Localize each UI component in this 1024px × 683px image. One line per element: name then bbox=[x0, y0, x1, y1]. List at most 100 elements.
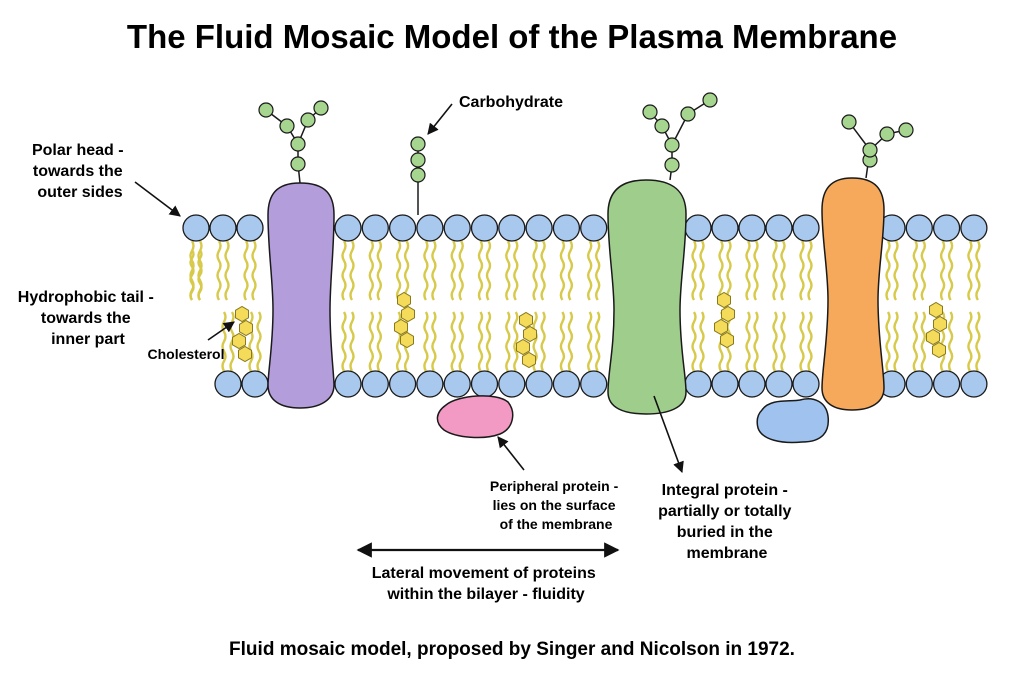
tail bbox=[540, 240, 546, 301]
tail bbox=[477, 311, 484, 372]
cholesterol-ring bbox=[400, 331, 414, 349]
polar-head bbox=[525, 214, 553, 242]
tail bbox=[403, 240, 410, 301]
tail bbox=[807, 240, 813, 301]
carbohydrate-chain bbox=[410, 136, 426, 215]
tail bbox=[745, 311, 751, 372]
tail bbox=[505, 240, 511, 301]
figure-caption: Fluid mosaic model, proposed by Singer a… bbox=[229, 639, 795, 660]
polar-head-label: Polar head - towards the outer sides bbox=[32, 142, 128, 201]
tail bbox=[251, 240, 257, 301]
tail bbox=[532, 240, 538, 301]
tail bbox=[431, 240, 437, 301]
tail bbox=[513, 311, 519, 372]
sugar-unit bbox=[279, 118, 295, 134]
tail bbox=[772, 240, 778, 301]
peripheral-protein-arrow bbox=[497, 436, 525, 471]
polar-head bbox=[498, 370, 526, 398]
polar-head bbox=[552, 370, 581, 398]
tail bbox=[885, 240, 891, 301]
polar-heads bbox=[182, 214, 988, 398]
tail bbox=[799, 311, 805, 372]
polar-head bbox=[905, 214, 933, 242]
integral-protein-green bbox=[607, 179, 687, 415]
tail bbox=[967, 240, 973, 301]
tail bbox=[216, 240, 222, 301]
carbohydrate-arrow bbox=[427, 103, 453, 135]
hydrophobic-tails bbox=[189, 240, 981, 372]
polar-head bbox=[388, 214, 417, 242]
tail bbox=[376, 311, 382, 372]
carbohydrate-chain bbox=[642, 92, 718, 181]
tail bbox=[780, 240, 786, 301]
tail bbox=[505, 311, 511, 372]
cholesterol-ring bbox=[397, 291, 411, 309]
tail bbox=[718, 240, 724, 301]
cholesterol-ring bbox=[394, 318, 408, 336]
cholesterol-ring bbox=[523, 325, 537, 343]
tail bbox=[256, 311, 262, 372]
tail bbox=[458, 240, 464, 301]
tail bbox=[726, 240, 732, 301]
tail bbox=[485, 311, 492, 372]
carbohydrate-chain bbox=[841, 114, 914, 179]
polar-head bbox=[388, 370, 417, 398]
tail bbox=[807, 311, 813, 372]
polar-head bbox=[711, 370, 739, 398]
cholesterol-molecules bbox=[232, 291, 947, 369]
tail bbox=[513, 240, 519, 301]
tail bbox=[939, 240, 946, 301]
cholesterol-molecule bbox=[394, 291, 415, 349]
sugar-unit bbox=[664, 157, 680, 173]
tail bbox=[691, 311, 697, 372]
sugar-unit bbox=[258, 102, 274, 118]
tail bbox=[341, 311, 347, 372]
polar-head bbox=[334, 214, 362, 242]
tail bbox=[243, 240, 249, 301]
tail bbox=[450, 311, 456, 372]
cholesterol-ring bbox=[714, 318, 728, 336]
sugar-unit bbox=[642, 104, 658, 120]
polar-head bbox=[214, 370, 242, 398]
cholesterol-ring bbox=[926, 328, 940, 346]
cholesterol-molecule bbox=[926, 301, 947, 359]
tail bbox=[975, 311, 981, 372]
tail bbox=[567, 240, 574, 301]
tail bbox=[893, 311, 899, 372]
cholesterol-ring bbox=[235, 305, 249, 323]
tail bbox=[423, 240, 429, 301]
tail bbox=[753, 240, 759, 301]
polar-head bbox=[209, 214, 237, 242]
polar-head bbox=[470, 370, 499, 398]
polar-head bbox=[792, 214, 820, 242]
polar-head bbox=[580, 214, 608, 242]
tail bbox=[567, 311, 574, 372]
hydrophobic-tail-label: Hydrophobic tail - towards the inner par… bbox=[18, 289, 158, 348]
tail bbox=[799, 240, 805, 301]
tail bbox=[967, 311, 973, 372]
tail bbox=[947, 240, 954, 301]
cholesterol-ring bbox=[401, 305, 415, 323]
sugar-unit bbox=[898, 122, 914, 138]
integral-protein-arrow bbox=[653, 395, 684, 474]
cholesterol-ring bbox=[238, 345, 252, 363]
integral-protein-purple bbox=[267, 182, 335, 409]
cholesterol-molecule bbox=[232, 305, 253, 363]
cholesterol-ring bbox=[516, 338, 530, 356]
tail bbox=[485, 240, 492, 301]
polar-head bbox=[765, 370, 793, 398]
polar-head bbox=[236, 214, 264, 242]
tail bbox=[341, 240, 347, 301]
tail bbox=[885, 311, 891, 372]
polar-head bbox=[684, 214, 712, 242]
polar-head bbox=[792, 370, 820, 398]
polar-head bbox=[498, 214, 526, 242]
sugar-unit bbox=[410, 136, 426, 152]
sugar-unit bbox=[680, 106, 696, 122]
tail bbox=[458, 311, 464, 372]
tail bbox=[224, 240, 230, 301]
cholesterol-ring bbox=[720, 331, 734, 349]
polar-head bbox=[711, 214, 739, 242]
tail bbox=[395, 240, 402, 301]
